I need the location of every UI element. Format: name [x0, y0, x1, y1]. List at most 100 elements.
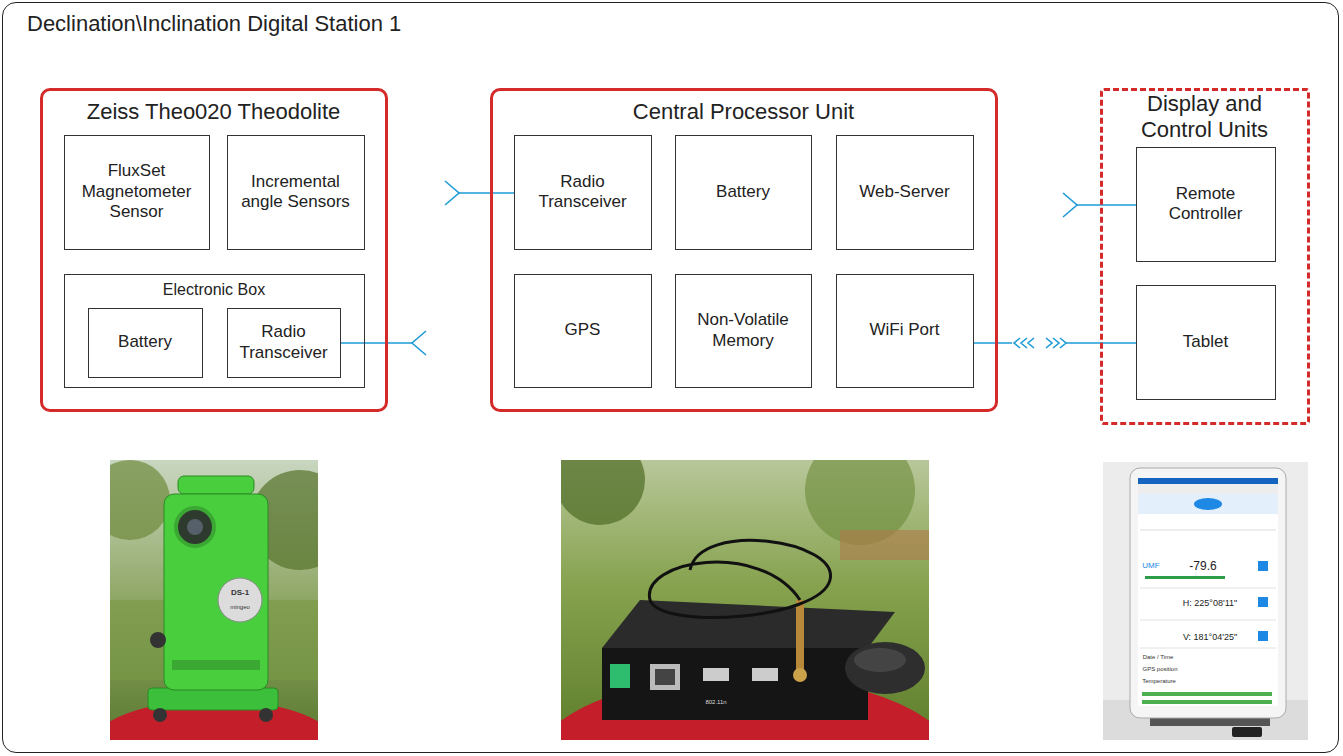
photo-shape	[974, 342, 1012, 344]
photo-shape	[150, 632, 166, 648]
theodolite-photo	[110, 460, 318, 740]
photo-shape	[110, 460, 170, 540]
photo-text: Date / Time	[1143, 654, 1174, 660]
photo-shape	[1014, 338, 1034, 348]
photo-shape	[164, 494, 268, 690]
box-label: Battery	[716, 182, 770, 202]
photo-text: UMF	[1142, 562, 1159, 570]
photo-shape	[602, 648, 868, 720]
photo-text: -79.6	[1189, 560, 1216, 572]
module-box: Battery	[88, 308, 203, 378]
antenna-symbols	[341, 181, 1136, 355]
photo-text: mingeo	[230, 604, 250, 610]
module-box: WiFi Port	[836, 274, 974, 388]
unit-group: Zeiss Theo020 TheodoliteFluxSet Magnetom…	[40, 88, 388, 412]
photo-text: H: 225°08'11"	[1183, 599, 1237, 608]
photo-shape	[1138, 484, 1278, 494]
photo-shape	[1138, 478, 1278, 706]
module-box: FluxSet Magnetometer Sensor	[64, 135, 210, 250]
photo-shape	[1258, 597, 1268, 607]
box-label: Radio Transceiver	[522, 172, 644, 213]
processor-photo	[561, 460, 929, 740]
photo-shape	[1142, 700, 1272, 704]
photo-shape	[218, 578, 262, 622]
box-label: Remote Controller	[1144, 184, 1268, 225]
photo-shape	[602, 600, 895, 648]
box-label: Incremental angle Sensors	[235, 172, 357, 213]
photo-shape	[1258, 631, 1268, 641]
module-box: GPS	[514, 274, 652, 388]
photo-shape	[459, 192, 514, 194]
photo-text: DS-1	[231, 589, 249, 597]
photo-shape	[1138, 478, 1278, 484]
module-group: Electronic BoxBattery Radio Transceiver	[64, 274, 365, 388]
frame-title: Declination\Inclination Digital Station …	[27, 11, 1338, 37]
photo-shape	[1142, 692, 1272, 696]
box-label: Non-Volatile Memory	[683, 310, 804, 351]
photo-shape	[153, 708, 167, 722]
photo-shape	[259, 708, 273, 722]
photo-shape	[341, 342, 412, 344]
photo-shape	[1140, 588, 1276, 589]
module-box: Web-Server	[836, 135, 974, 250]
photo-shape	[840, 530, 929, 560]
box-label: Web-Server	[859, 182, 949, 202]
photo-shape	[703, 668, 729, 681]
photo-shape	[655, 669, 675, 685]
group-title: Zeiss Theo020 Theodolite	[43, 99, 385, 125]
photo-shape	[561, 460, 645, 525]
photo-shape	[854, 648, 906, 672]
photo-shape	[752, 668, 778, 681]
photo-shape	[793, 668, 807, 682]
photo-shape	[148, 688, 278, 710]
photo-shape	[1046, 338, 1066, 348]
module-box: Radio Transceiver	[514, 135, 652, 250]
photo-shape	[1077, 204, 1136, 206]
photo-shape	[610, 664, 630, 688]
photo-shape	[649, 540, 830, 617]
module-box: Radio Transceiver	[227, 308, 341, 378]
group-title: Central Processor Unit	[493, 99, 995, 125]
box-label: WiFi Port	[870, 320, 940, 340]
photo-shape	[1140, 530, 1276, 531]
module-title: Electronic Box	[65, 280, 364, 299]
photo-shape	[796, 600, 804, 670]
module-box: Incremental angle Sensors	[227, 135, 365, 250]
photo-shape	[176, 508, 214, 546]
tablet-photo	[1103, 462, 1308, 740]
photo-shape	[1258, 561, 1268, 571]
photo-shape	[845, 642, 925, 694]
box-label: Tablet	[1183, 332, 1228, 352]
photo-shape	[412, 331, 426, 355]
module-box: Remote Controller	[1136, 147, 1276, 262]
photo-shape	[1140, 620, 1276, 621]
photo-shape	[650, 664, 680, 690]
photo-text: Temperature	[1142, 678, 1176, 684]
photo-shape	[1103, 462, 1308, 740]
photo-shape	[187, 519, 203, 535]
photo-shape	[1232, 727, 1262, 737]
box-label: GPS	[565, 320, 601, 340]
photo-shape	[172, 660, 260, 670]
photo-text: 802.11n	[705, 699, 726, 705]
photo-shape	[445, 181, 459, 205]
group-title: Display and Control Units	[1119, 91, 1291, 144]
photo-shape	[1194, 498, 1222, 510]
box-label: FluxSet Magnetometer Sensor	[72, 161, 202, 222]
box-label: Battery	[118, 332, 172, 352]
box-label: Radio Transceiver	[235, 322, 333, 363]
photo-text: V: 181°04'25"	[1183, 633, 1237, 642]
unit-group: Central Processor UnitRadio Transceiver B…	[490, 88, 998, 412]
photo-shape	[1138, 494, 1278, 514]
unit-group-dashed: Display and Control UnitsRemote Controll…	[1100, 88, 1310, 425]
photo-shape	[1145, 576, 1225, 579]
photo-shape	[178, 476, 254, 494]
module-box: Tablet	[1136, 285, 1276, 400]
photo-text: GPS position	[1142, 666, 1177, 672]
photo-shape	[1063, 193, 1077, 217]
module-box: Battery	[675, 135, 812, 250]
photo-shape	[1140, 648, 1276, 649]
